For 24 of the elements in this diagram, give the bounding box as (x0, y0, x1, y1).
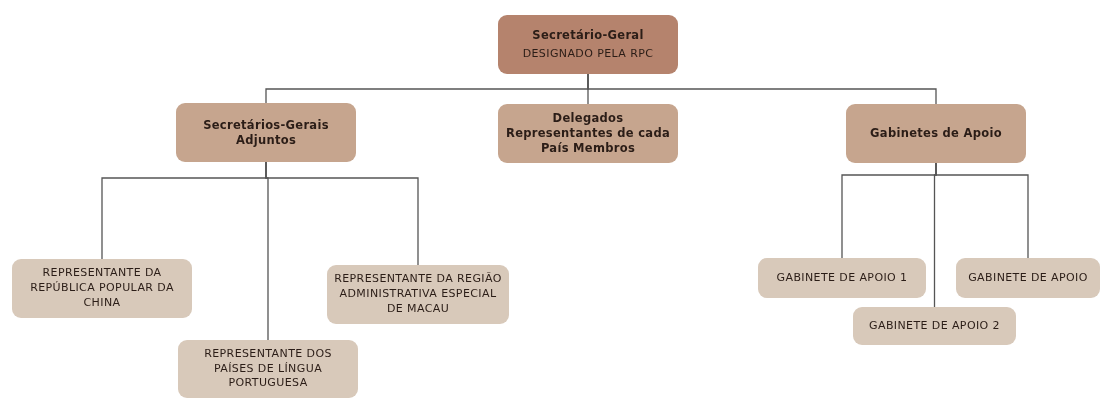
connector-line (587, 73, 937, 105)
box-text: REPRESENTANTE DA REGIÃO ADMINISTRATIVA ESPECIAL DE MACAU (333, 272, 503, 317)
box-title: Secretários-Gerais Adjuntos (202, 117, 330, 148)
box-text: REPRESENTANTE DOS PAÍSES DE LÍNGUA PORTUGUESA (203, 346, 333, 392)
box-text: GABINETE DE APOIO 2 (869, 318, 1000, 334)
org-box (498, 15, 678, 74)
org-box (498, 104, 678, 163)
box-text: GABINETE DE APOIO (968, 270, 1088, 286)
org-box (846, 104, 1026, 163)
org-box (956, 258, 1100, 298)
org-box (853, 307, 1016, 345)
connector-line (935, 162, 1029, 259)
box-title: Delegados Representantes de cada País Membros (505, 111, 671, 156)
box-title: Secretário-Geral (532, 27, 644, 43)
box-text: GABINETE DE APOIO 1 (776, 270, 908, 286)
box-text: REPRESENTANTE DA REPÚBLICA POPULAR DA CHINA (29, 266, 175, 311)
connector-line (265, 161, 419, 266)
org-box (327, 265, 509, 324)
org-box (178, 340, 358, 398)
box-title: Gabinetes de Apoio (870, 126, 1002, 141)
box-text: DESIGNADO PELA RPC (522, 46, 654, 62)
org-box (12, 259, 192, 318)
org-box (176, 103, 356, 162)
org-box (758, 258, 926, 298)
